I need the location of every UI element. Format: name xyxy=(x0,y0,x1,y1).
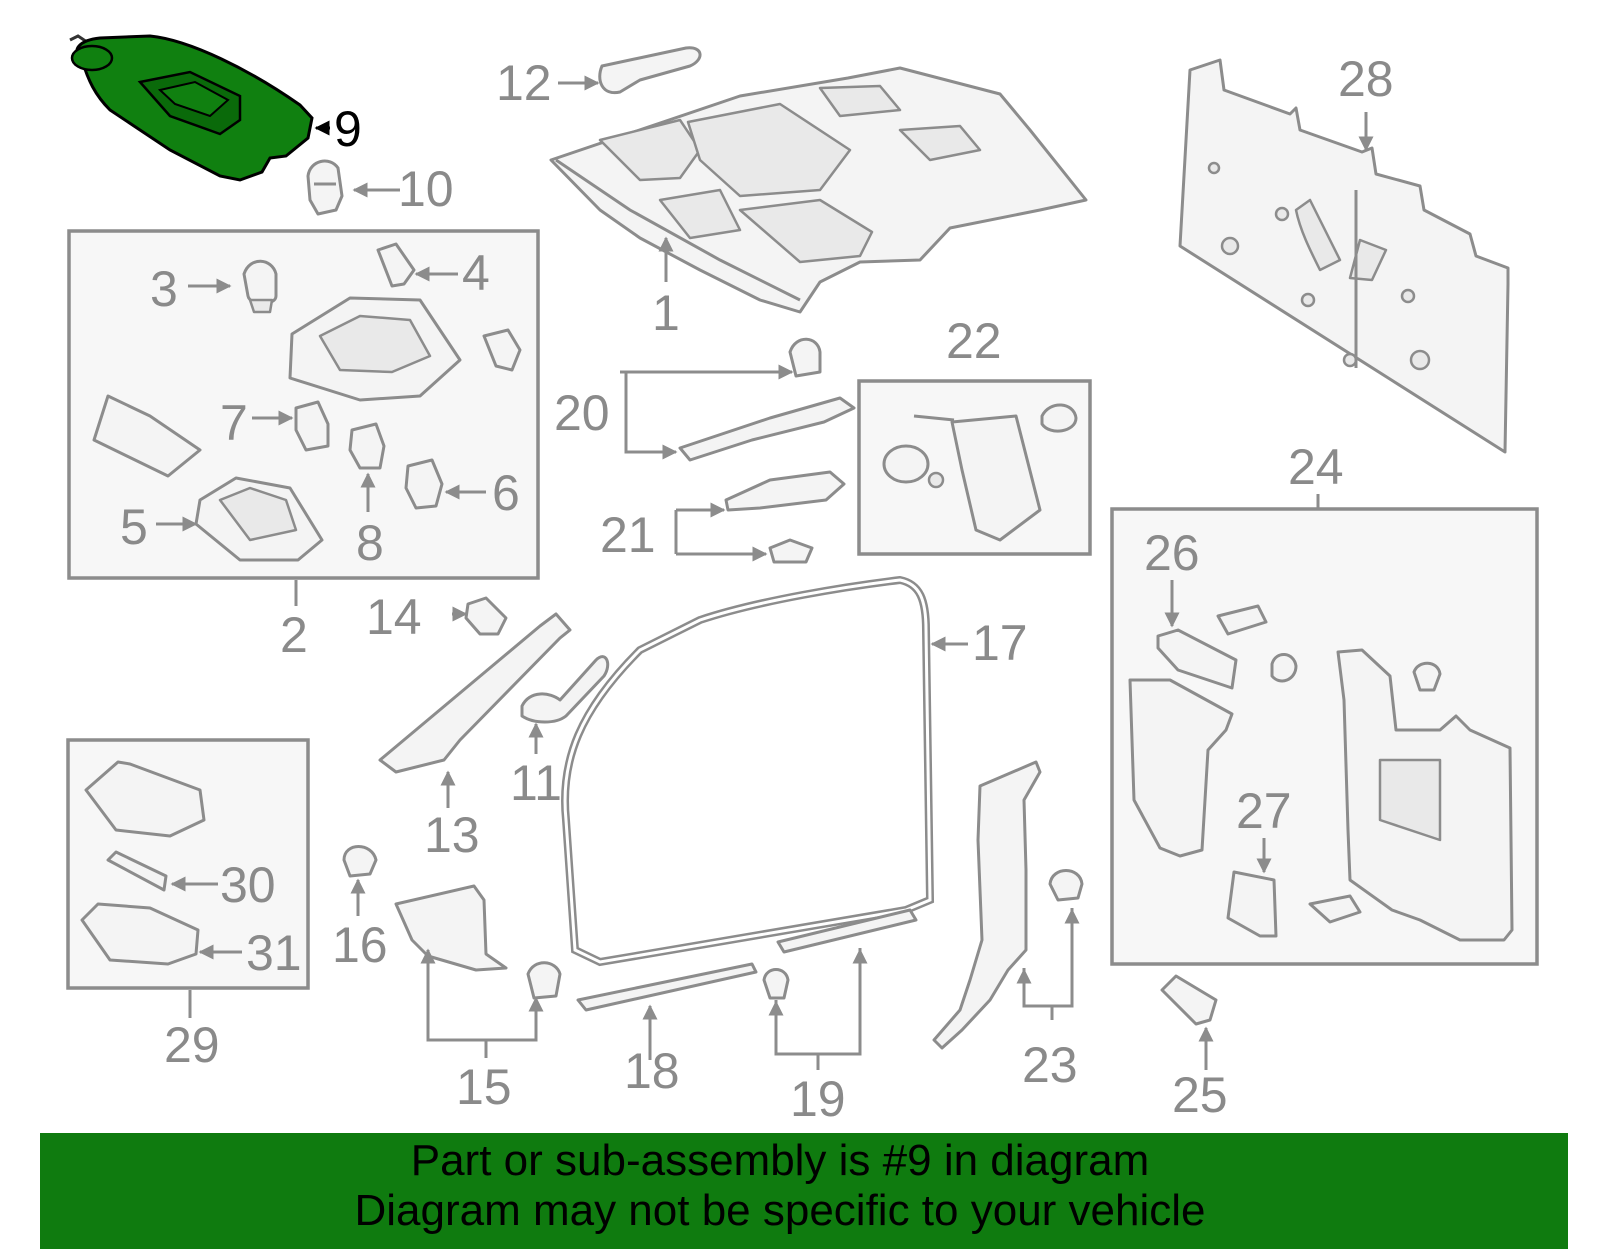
part-12-grip-handle[interactable] xyxy=(598,46,702,95)
callout-labels: 9 10 12 1 28 3 4 7 8 6 5 2 20 21 22 24 2… xyxy=(120,51,1394,1127)
part-18-scuff-plate[interactable] xyxy=(576,962,758,1012)
part-9-sun-visor[interactable] xyxy=(69,34,314,182)
callout-11[interactable]: 11 xyxy=(510,755,562,811)
part-19-scuff-plate[interactable] xyxy=(776,908,918,954)
part-23-clip[interactable] xyxy=(1048,869,1084,902)
part-lens-cover[interactable] xyxy=(482,328,522,372)
part-31-lens[interactable] xyxy=(80,902,200,966)
callout-7[interactable]: 7 xyxy=(220,395,248,451)
callout-26[interactable]: 26 xyxy=(1144,525,1200,581)
part-19-clip[interactable] xyxy=(762,968,790,1000)
part-lamp-lens[interactable] xyxy=(92,394,202,478)
callout-24[interactable]: 24 xyxy=(1288,439,1344,495)
part-3-clip[interactable] xyxy=(242,259,278,314)
leader-lines xyxy=(156,75,1374,1070)
callout-6[interactable]: 6 xyxy=(492,465,520,521)
callout-20[interactable]: 20 xyxy=(554,385,610,441)
callout-16[interactable]: 16 xyxy=(332,917,388,973)
callout-8[interactable]: 8 xyxy=(356,515,384,571)
part-24-side-panel-a[interactable] xyxy=(1128,678,1234,858)
part-17-weatherstrip[interactable] xyxy=(561,575,935,967)
part-30-bulb[interactable] xyxy=(106,850,168,892)
part-1-headliner[interactable] xyxy=(549,66,1088,314)
part-21-clip[interactable] xyxy=(768,538,814,564)
part-7-switch[interactable] xyxy=(294,400,330,452)
callout-10[interactable]: 10 xyxy=(398,161,454,217)
callout-30[interactable]: 30 xyxy=(220,857,276,913)
part-6-switch[interactable] xyxy=(404,458,444,510)
part-24-side-panel-b[interactable] xyxy=(1336,648,1514,942)
part-26-trim[interactable] xyxy=(1156,628,1238,690)
part-20-clip[interactable] xyxy=(788,337,822,378)
part-13-pillar-trim[interactable] xyxy=(378,612,572,774)
callout-23[interactable]: 23 xyxy=(1022,1037,1078,1093)
part-27-bracket[interactable] xyxy=(1226,870,1278,938)
part-28-back-panel[interactable] xyxy=(1178,58,1510,454)
part-15-kick-panel[interactable] xyxy=(394,884,508,972)
callout-9[interactable]: 9 xyxy=(334,101,362,157)
part-10-clip[interactable] xyxy=(306,159,344,216)
part-16-clip[interactable] xyxy=(342,845,378,878)
part-22-mirror[interactable] xyxy=(882,444,945,489)
callout-3[interactable]: 3 xyxy=(150,261,178,317)
part-29-lamp-housing[interactable] xyxy=(84,760,206,838)
part-25-cover[interactable] xyxy=(1160,974,1218,1026)
part-24-clip-b[interactable] xyxy=(1270,653,1298,683)
callout-18[interactable]: 18 xyxy=(624,1043,680,1099)
callout-17[interactable]: 17 xyxy=(972,615,1028,671)
part-21-rail[interactable] xyxy=(724,470,846,512)
callout-29[interactable]: 29 xyxy=(164,1017,220,1073)
callout-25[interactable]: 25 xyxy=(1172,1067,1228,1123)
callout-1[interactable]: 1 xyxy=(652,285,680,341)
callout-4[interactable]: 4 xyxy=(462,245,490,301)
callout-27[interactable]: 27 xyxy=(1236,783,1292,839)
callout-13[interactable]: 13 xyxy=(424,807,480,863)
part-22-clip[interactable] xyxy=(1040,403,1078,433)
part-24-bolt[interactable] xyxy=(1412,661,1442,692)
callout-14[interactable]: 14 xyxy=(366,589,422,645)
callout-5[interactable]: 5 xyxy=(120,499,148,555)
part-22-pillar-trim[interactable] xyxy=(913,414,1042,542)
callout-22[interactable]: 22 xyxy=(946,313,1002,369)
callout-19[interactable]: 19 xyxy=(790,1071,846,1127)
callout-21[interactable]: 21 xyxy=(600,507,656,563)
part-15-clip[interactable] xyxy=(526,961,562,1000)
part-14-clip[interactable] xyxy=(464,596,508,636)
part-4-bracket[interactable] xyxy=(376,242,416,288)
part-24-clip-a[interactable] xyxy=(1216,604,1268,636)
callout-28[interactable]: 28 xyxy=(1338,51,1394,107)
callout-31[interactable]: 31 xyxy=(246,925,302,981)
banner-line-1: Part or sub-assembly is #9 in diagram xyxy=(410,1136,1150,1185)
callout-12[interactable]: 12 xyxy=(496,55,552,111)
part-11-grip-handle[interactable] xyxy=(520,655,610,724)
part-8-switch[interactable] xyxy=(348,422,386,470)
part-24-clip-c[interactable] xyxy=(1308,894,1362,924)
part-23-pillar-trim[interactable] xyxy=(932,760,1042,1050)
part-2-console-housing[interactable] xyxy=(288,296,462,402)
banner-line-2: Diagram may not be specific to your vehi… xyxy=(354,1186,1206,1235)
callout-15[interactable]: 15 xyxy=(456,1059,512,1115)
part-5-map-lamp[interactable] xyxy=(194,476,324,562)
part-20-rail[interactable] xyxy=(678,396,856,462)
info-banner: Part or sub-assembly is #9 in diagram Di… xyxy=(40,1133,1568,1249)
callout-2[interactable]: 2 xyxy=(280,607,308,663)
